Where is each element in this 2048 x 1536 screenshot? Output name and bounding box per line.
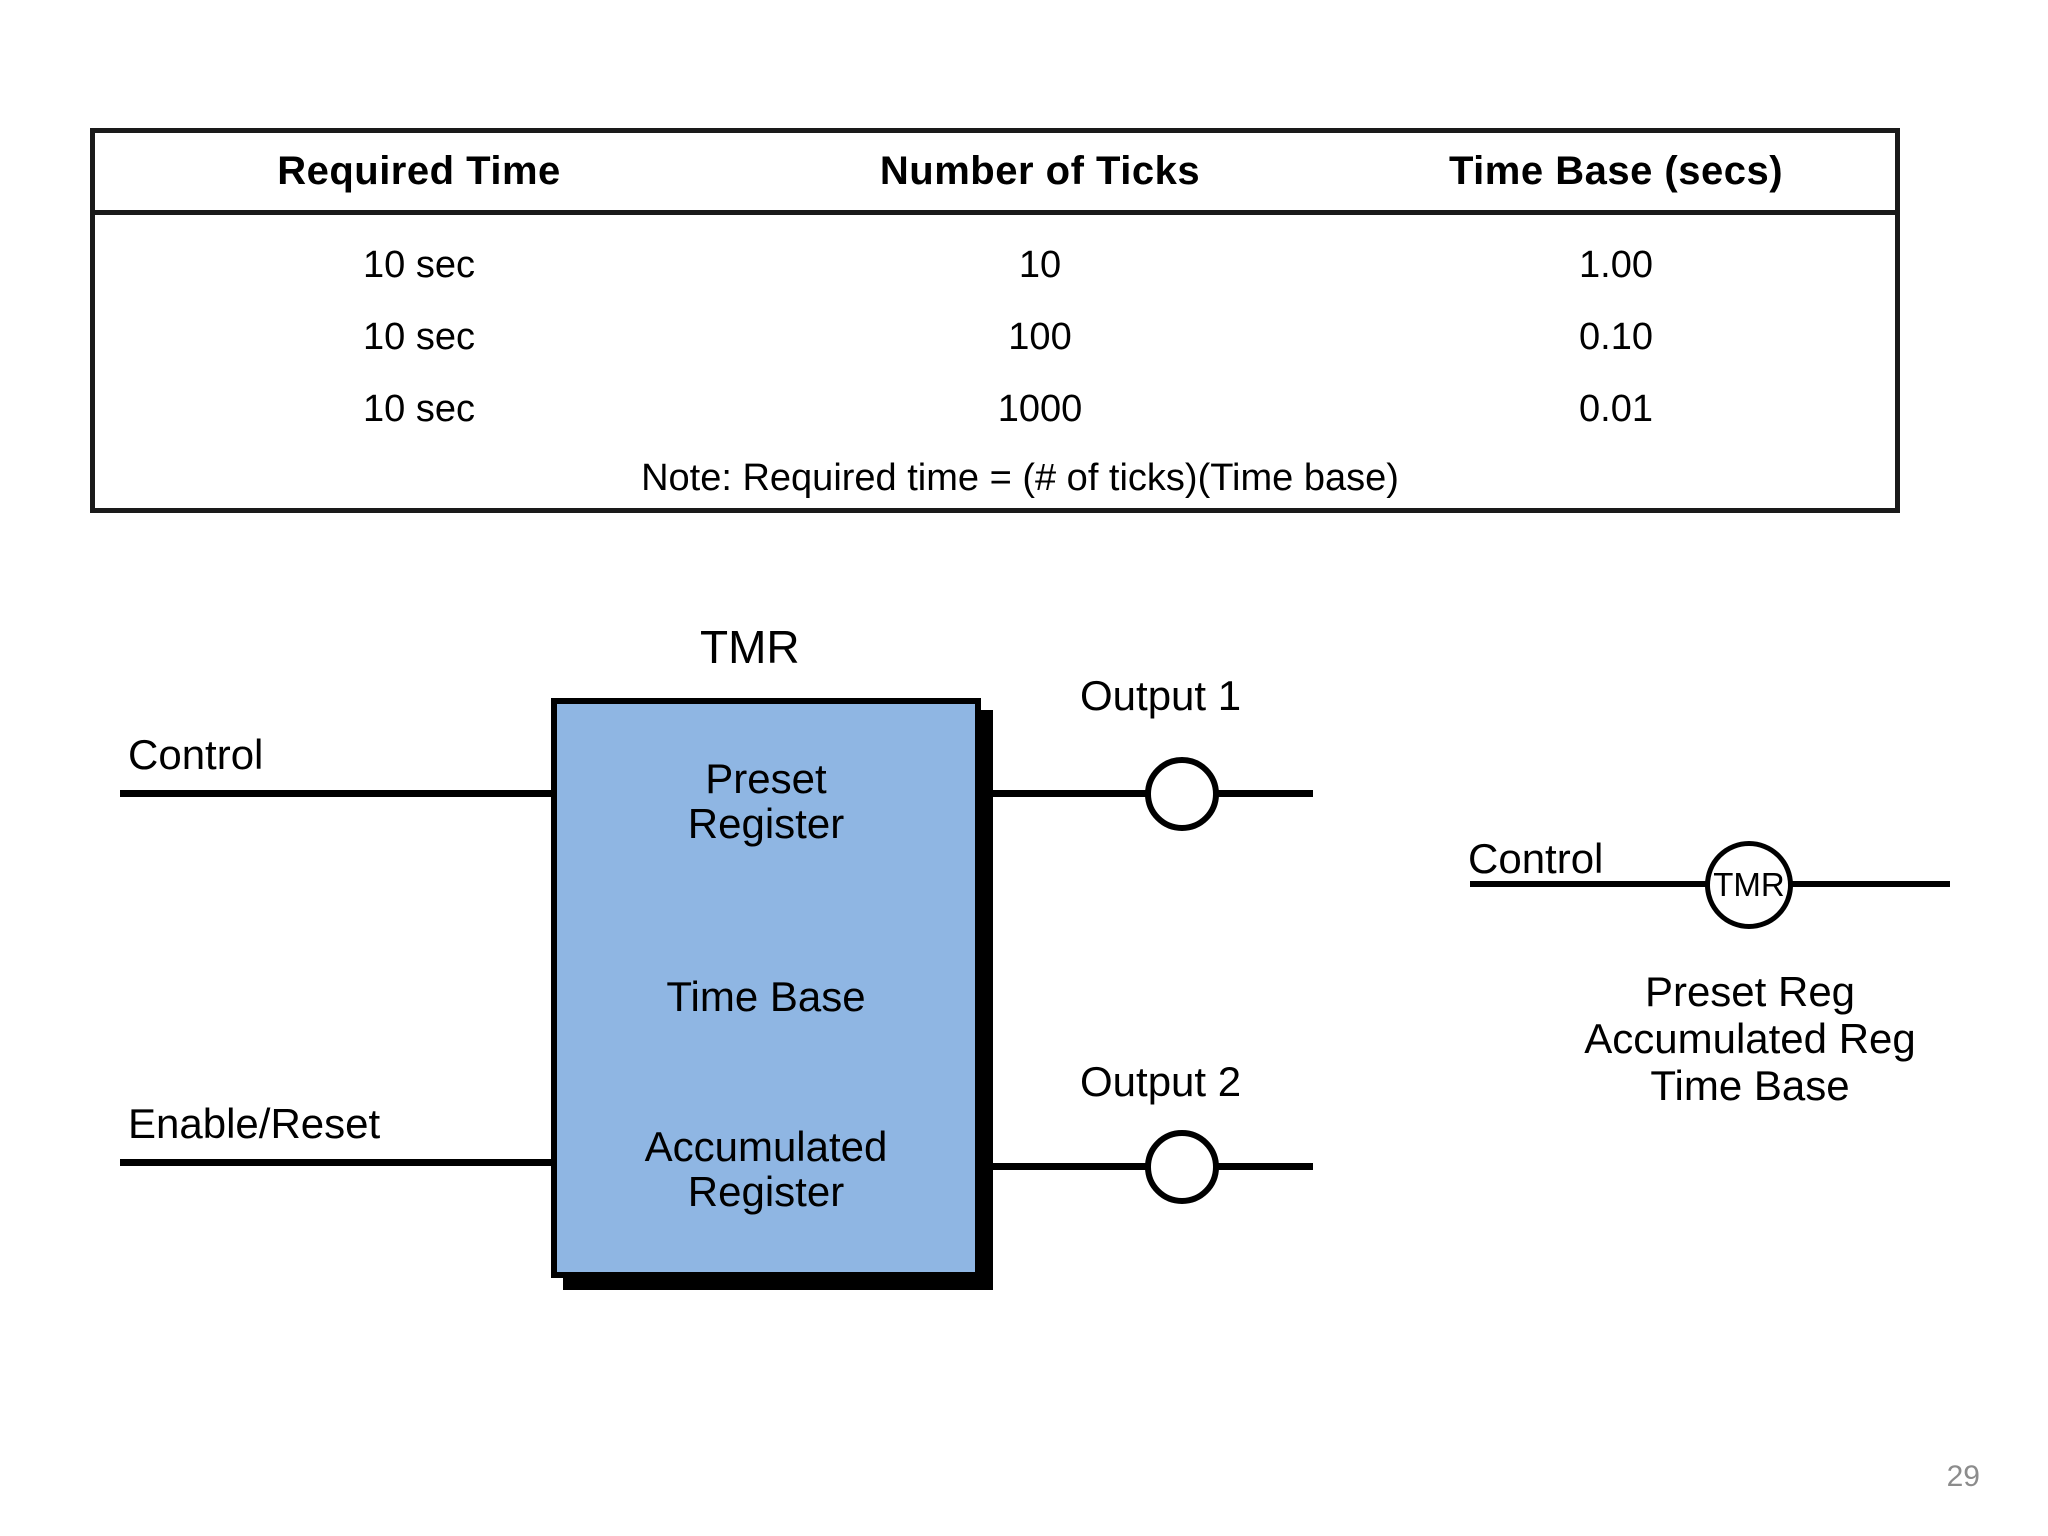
input-label-control: Control: [128, 731, 264, 778]
column-header-required-time: Required Time: [277, 149, 561, 193]
coil-label-tmr: TMR: [1713, 866, 1785, 903]
accumulated-line-2: Register: [687, 1168, 845, 1216]
table-note: Note: Required time = (# of ticks)(Time …: [641, 457, 1399, 499]
cell-required-time: 10 sec: [363, 315, 475, 358]
block-text-accumulated-register: Accumulated Register: [557, 1124, 975, 1215]
page-number: 29: [1946, 1460, 1980, 1493]
output-contact-circle-2: [1145, 1130, 1219, 1204]
input-wire-control: [120, 790, 557, 797]
column-header-time-base: Time Base (secs): [1448, 149, 1784, 193]
cell-number-of-ticks: 100: [1008, 315, 1072, 358]
preset-line-2: Register: [687, 800, 845, 848]
block-text-time-base: Time Base: [666, 973, 866, 1020]
input-wire-enable-reset: [120, 1159, 557, 1166]
coil-notes-list: Preset Reg Accumulated Reg Time Base: [1460, 968, 2040, 1109]
block-title-tmr: TMR: [700, 621, 800, 673]
table-header-row: Required Time Number of Ticks Time Base …: [95, 133, 1895, 215]
cell-required-time: 10 sec: [363, 387, 475, 430]
cell-time-base: 0.01: [1579, 387, 1653, 430]
coil-note-accumulated-reg: Accumulated Reg: [1584, 1015, 1916, 1063]
table-row: 10 sec 100 0.10: [95, 301, 1895, 373]
table-row: 10 sec 1000 0.01: [95, 373, 1895, 445]
timer-parameters-table: Required Time Number of Ticks Time Base …: [90, 128, 1900, 513]
coil-note-preset-reg: Preset Reg: [1644, 968, 1856, 1015]
column-header-number-of-ticks: Number of Ticks: [879, 149, 1201, 193]
block-text-preset-register: Preset Register: [557, 756, 975, 847]
coil-note-time-base: Time Base: [1650, 1062, 1850, 1110]
cell-time-base: 1.00: [1579, 243, 1653, 286]
cell-number-of-ticks: 1000: [997, 387, 1083, 430]
accumulated-line-1: Accumulated: [644, 1123, 888, 1170]
coil-rung-label-control: Control: [1468, 835, 1604, 882]
output-label-2: Output 2: [1080, 1058, 1242, 1105]
output-label-1: Output 1: [1080, 672, 1242, 719]
cell-required-time: 10 sec: [363, 243, 475, 286]
preset-line-1: Preset: [705, 755, 827, 802]
input-label-enable-reset: Enable/Reset: [128, 1100, 381, 1147]
cell-time-base: 0.10: [1579, 315, 1653, 358]
output-contact-circle-1: [1145, 757, 1219, 831]
table-row: 10 sec 10 1.00: [95, 229, 1895, 301]
tmr-function-block: Preset Register Time Base Accumulated Re…: [551, 698, 981, 1278]
cell-number-of-ticks: 10: [1018, 243, 1062, 286]
tmr-coil-icon: TMR: [1705, 841, 1793, 929]
